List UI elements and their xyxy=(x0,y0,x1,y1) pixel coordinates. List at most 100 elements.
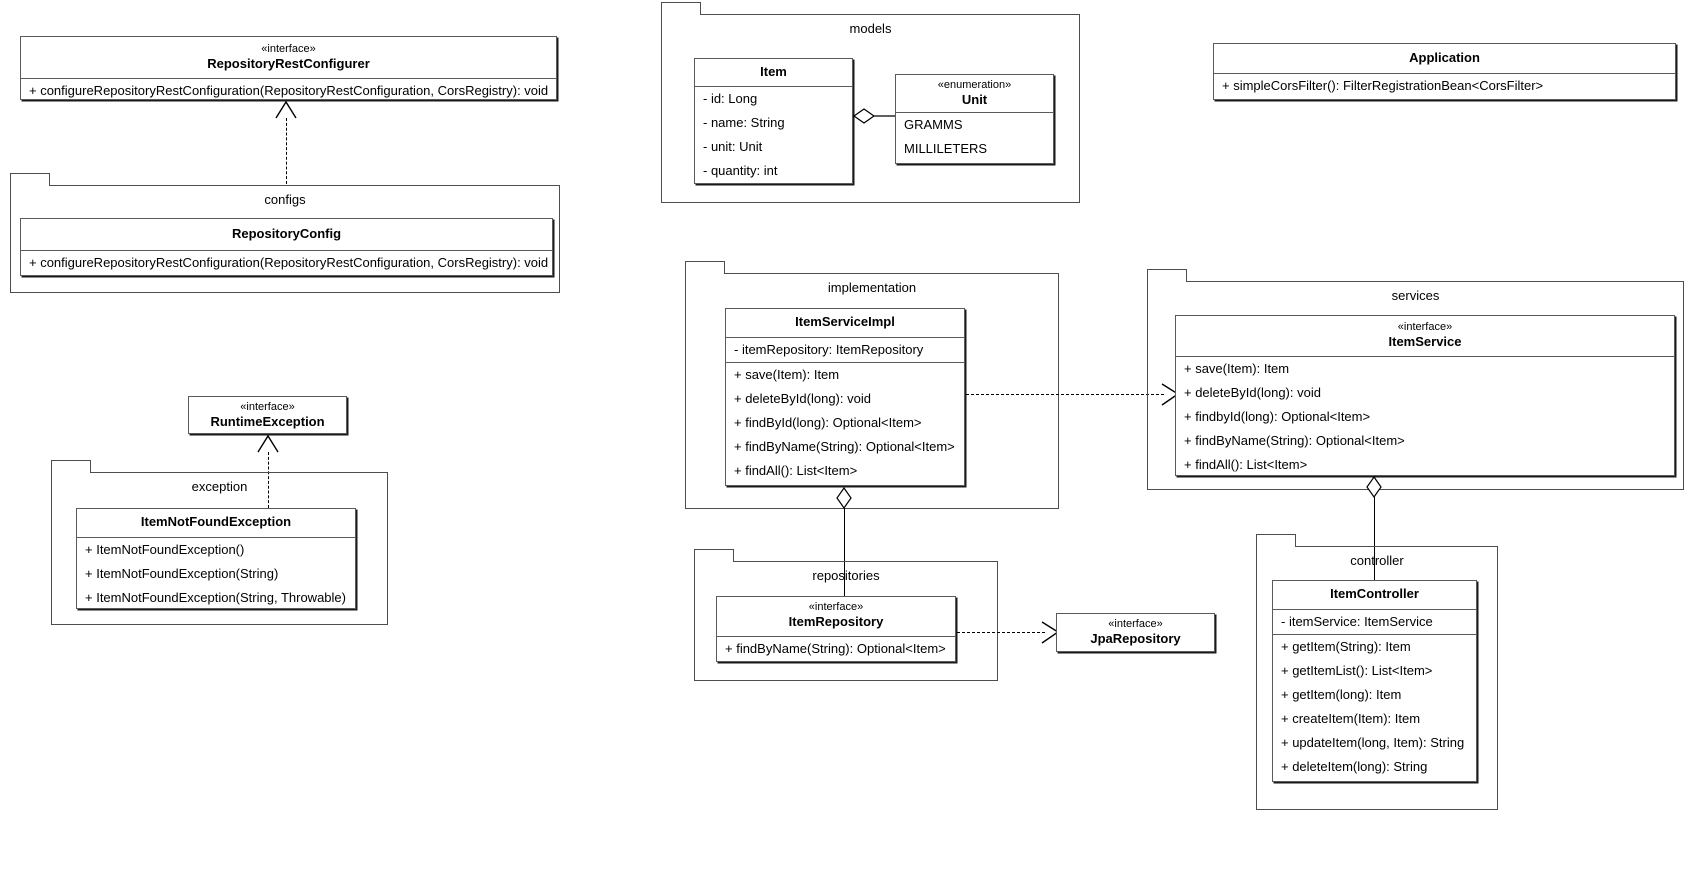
method-compartment: + simpleCorsFilter(): FilterRegistration… xyxy=(1214,74,1675,98)
realization-line-jpa-repository xyxy=(957,632,1045,633)
class-runtime-exception[interactable]: «interface» RuntimeException xyxy=(188,396,347,434)
attribute-compartment: - itemRepository: ItemRepository xyxy=(726,338,964,363)
package-label: exception xyxy=(191,479,248,494)
class-repository-rest-configurer[interactable]: «interface» RepositoryRestConfigurer + c… xyxy=(20,36,557,100)
generalization-arrow-item-not-found-exception xyxy=(257,434,279,453)
package-tab xyxy=(694,549,734,562)
stereotype-label: «interface» xyxy=(240,401,295,413)
package-tab xyxy=(51,460,91,473)
class-name: RepositoryConfig xyxy=(231,226,342,241)
method-row: + findbyId(long): Optional<Item> xyxy=(1184,409,1371,424)
realization-line-item-service xyxy=(966,394,1164,395)
class-application[interactable]: Application + simpleCorsFilter(): Filter… xyxy=(1213,43,1676,100)
method-compartment: + configureRepositoryRestConfiguration(R… xyxy=(21,79,556,103)
method-row: + getItem(String): Item xyxy=(1281,639,1411,654)
class-item-service-impl[interactable]: ItemServiceImpl - itemRepository: ItemRe… xyxy=(725,308,965,486)
class-header: «interface» RuntimeException xyxy=(189,397,346,435)
stereotype-label: «enumeration» xyxy=(937,79,1012,91)
method-row: + findById(long): Optional<Item> xyxy=(734,415,922,430)
class-header: Item xyxy=(695,59,852,87)
class-header: ItemServiceImpl xyxy=(726,309,964,338)
attribute-row: - id: Long xyxy=(703,91,758,106)
method-row: + getItem(long): Item xyxy=(1281,687,1402,702)
method-row: + simpleCorsFilter(): FilterRegistration… xyxy=(1222,78,1544,93)
package-exception: exception xyxy=(51,460,388,625)
stereotype-label: «interface» xyxy=(1397,321,1453,333)
package-label: models xyxy=(849,21,892,36)
class-name: ItemController xyxy=(1330,586,1419,601)
method-compartment: + findByName(String): Optional<Item> xyxy=(717,637,955,661)
method-row: + findAll(): List<Item> xyxy=(1184,457,1308,472)
class-item-controller[interactable]: ItemController - itemService: ItemServic… xyxy=(1272,580,1477,782)
aggregation-line-item-repository xyxy=(844,508,845,643)
enum-literal-row: GRAMMS xyxy=(904,117,963,132)
package-controller: controller xyxy=(1256,534,1498,810)
class-unit-enumeration[interactable]: «enumeration» Unit GRAMMS MILLILETERS xyxy=(895,74,1054,164)
attribute-compartment: - itemService: ItemService xyxy=(1273,610,1476,635)
package-tab xyxy=(685,261,725,274)
class-header: «enumeration» Unit xyxy=(896,75,1053,113)
class-name: RuntimeException xyxy=(210,414,325,429)
aggregation-diamond-item-service-impl xyxy=(836,486,852,510)
stereotype-label: «interface» xyxy=(808,601,864,613)
class-name: Item xyxy=(760,64,787,79)
package-models: models xyxy=(661,2,1080,203)
aggregation-diamond-item-service xyxy=(1366,475,1382,499)
class-name: ItemService xyxy=(1388,334,1462,349)
class-name: Application xyxy=(1409,50,1480,65)
method-row: + findByName(String): Optional<Item> xyxy=(725,641,946,656)
class-name: Unit xyxy=(961,92,988,107)
package-label: services xyxy=(1391,288,1440,303)
class-jpa-repository[interactable]: «interface» JpaRepository xyxy=(1056,613,1215,652)
class-name: ItemServiceImpl xyxy=(795,314,895,329)
class-item-service[interactable]: «interface» ItemService + save(Item): It… xyxy=(1175,315,1675,476)
method-row: + findByName(String): Optional<Item> xyxy=(1184,433,1405,448)
method-row: + deleteById(long): void xyxy=(734,391,871,406)
stereotype-label: «interface» xyxy=(1108,618,1163,630)
class-item[interactable]: Item - id: Long - name: String - unit: U… xyxy=(694,58,853,184)
package-tab xyxy=(661,2,701,15)
method-compartment: + save(Item): Item + deleteById(long): v… xyxy=(726,363,964,483)
method-row: + updateItem(long, Item): String xyxy=(1281,735,1465,750)
attribute-row: - itemRepository: ItemRepository xyxy=(734,342,924,357)
method-row: + getItemList(): List<Item> xyxy=(1281,663,1433,678)
class-item-repository[interactable]: «interface» ItemRepository + findByName(… xyxy=(716,596,956,662)
method-row: + findAll(): List<Item> xyxy=(734,463,858,478)
package-configs: configs xyxy=(10,173,560,293)
method-row: + ItemNotFoundException(String) xyxy=(85,566,279,581)
method-compartment: + getItem(String): Item + getItemList():… xyxy=(1273,635,1476,779)
package-repositories: repositories xyxy=(694,549,998,681)
generalization-arrow-repository-config xyxy=(275,100,297,119)
class-item-not-found-exception[interactable]: ItemNotFoundException + ItemNotFoundExce… xyxy=(76,508,356,609)
class-header: «interface» ItemRepository xyxy=(717,597,955,637)
package-label: implementation xyxy=(827,280,917,295)
method-compartment: + ItemNotFoundException() + ItemNotFound… xyxy=(77,538,355,610)
class-header: «interface» JpaRepository xyxy=(1057,614,1214,653)
literal-compartment: GRAMMS MILLILETERS xyxy=(896,113,1053,161)
generalization-line-item-not-found-exception xyxy=(268,452,269,508)
method-row: + save(Item): Item xyxy=(734,367,840,382)
class-header: RepositoryConfig xyxy=(21,219,552,251)
class-header: ItemController xyxy=(1273,581,1476,610)
class-repository-config[interactable]: RepositoryConfig + configureRepositoryRe… xyxy=(20,218,553,276)
method-row: + ItemNotFoundException(String, Throwabl… xyxy=(85,590,346,605)
class-name: JpaRepository xyxy=(1090,631,1181,646)
class-name: ItemRepository xyxy=(788,614,884,629)
stereotype-label: «interface» xyxy=(261,43,316,55)
method-compartment: + configureRepositoryRestConfiguration(R… xyxy=(21,251,552,275)
class-header: ItemNotFoundException xyxy=(77,509,355,538)
generalization-line-repository-config xyxy=(286,118,287,184)
attribute-row: - quantity: int xyxy=(703,163,778,178)
class-header: Application xyxy=(1214,44,1675,74)
method-row: + save(Item): Item xyxy=(1184,361,1290,376)
class-name: ItemNotFoundException xyxy=(140,514,292,529)
package-tab xyxy=(1147,269,1187,282)
method-row: + ItemNotFoundException() xyxy=(85,542,245,557)
attribute-compartment: - id: Long - name: String - unit: Unit -… xyxy=(695,87,852,183)
package-tab xyxy=(10,173,50,186)
method-row: + configureRepositoryRestConfiguration(R… xyxy=(29,83,549,98)
attribute-row: - itemService: ItemService xyxy=(1281,614,1433,629)
method-row: + configureRepositoryRestConfiguration(R… xyxy=(29,255,549,270)
class-header: «interface» RepositoryRestConfigurer xyxy=(21,37,556,79)
